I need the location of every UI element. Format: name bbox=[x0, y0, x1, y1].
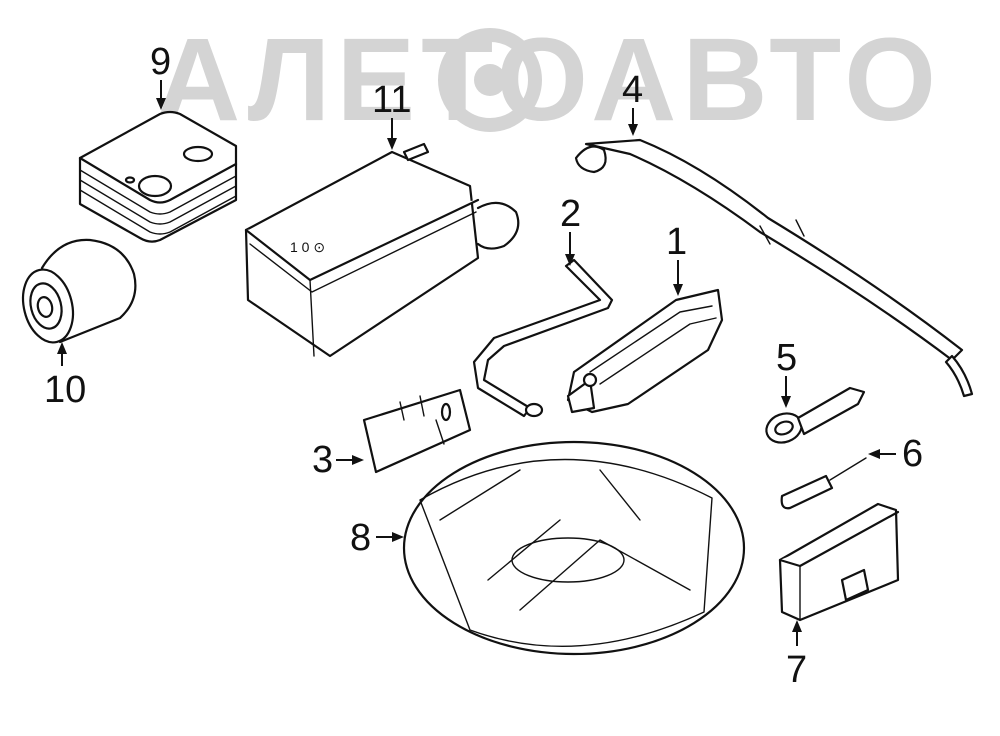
sealant-canister-icon bbox=[21, 238, 137, 344]
callout-label-10: 10 bbox=[44, 369, 86, 411]
watermark-gear-icon bbox=[438, 28, 542, 132]
callout-10: 10 bbox=[44, 342, 86, 411]
jack-icon bbox=[566, 288, 724, 414]
callout-label-2: 2 bbox=[560, 193, 581, 235]
tow-strap-icon bbox=[574, 138, 974, 398]
callout-8: 8 bbox=[350, 517, 404, 559]
watermark-text: АЛЕТОАВТО bbox=[155, 14, 942, 146]
bracket-plate-icon bbox=[362, 388, 472, 474]
callout-1: 1 bbox=[666, 221, 687, 296]
tow-eye-icon bbox=[765, 386, 866, 444]
callout-label-6: 6 bbox=[902, 433, 923, 475]
callout-9: 9 bbox=[150, 41, 171, 110]
callout-label-4: 4 bbox=[622, 69, 643, 111]
svg-text:1 0 ⊙: 1 0 ⊙ bbox=[290, 239, 325, 255]
tool-case-icon bbox=[778, 502, 900, 622]
callout-11: 11 bbox=[372, 79, 411, 150]
callout-label-8: 8 bbox=[350, 517, 371, 559]
callout-label-3: 3 bbox=[312, 439, 333, 481]
callout-2: 2 bbox=[560, 193, 581, 266]
callout-5: 5 bbox=[776, 337, 797, 408]
callout-label-11: 11 bbox=[372, 79, 411, 121]
callout-6: 6 bbox=[868, 433, 923, 475]
sealant-bottle-icon bbox=[78, 110, 238, 243]
callout-label-5: 5 bbox=[776, 337, 797, 379]
watermark: АЛЕТОАВТО bbox=[155, 14, 942, 146]
callout-label-1: 1 bbox=[666, 221, 687, 263]
screwdriver-icon bbox=[780, 457, 867, 510]
wheel-wrench-icon bbox=[472, 258, 614, 418]
callout-7: 7 bbox=[786, 620, 807, 691]
callout-3: 3 bbox=[312, 439, 364, 481]
callout-label-9: 9 bbox=[150, 41, 171, 83]
callout-4: 4 bbox=[622, 69, 643, 136]
air-compressor-icon: 1 0 ⊙ bbox=[244, 142, 520, 358]
callout-label-7: 7 bbox=[786, 649, 807, 691]
spare-tire-foam-tray-icon bbox=[402, 440, 746, 656]
